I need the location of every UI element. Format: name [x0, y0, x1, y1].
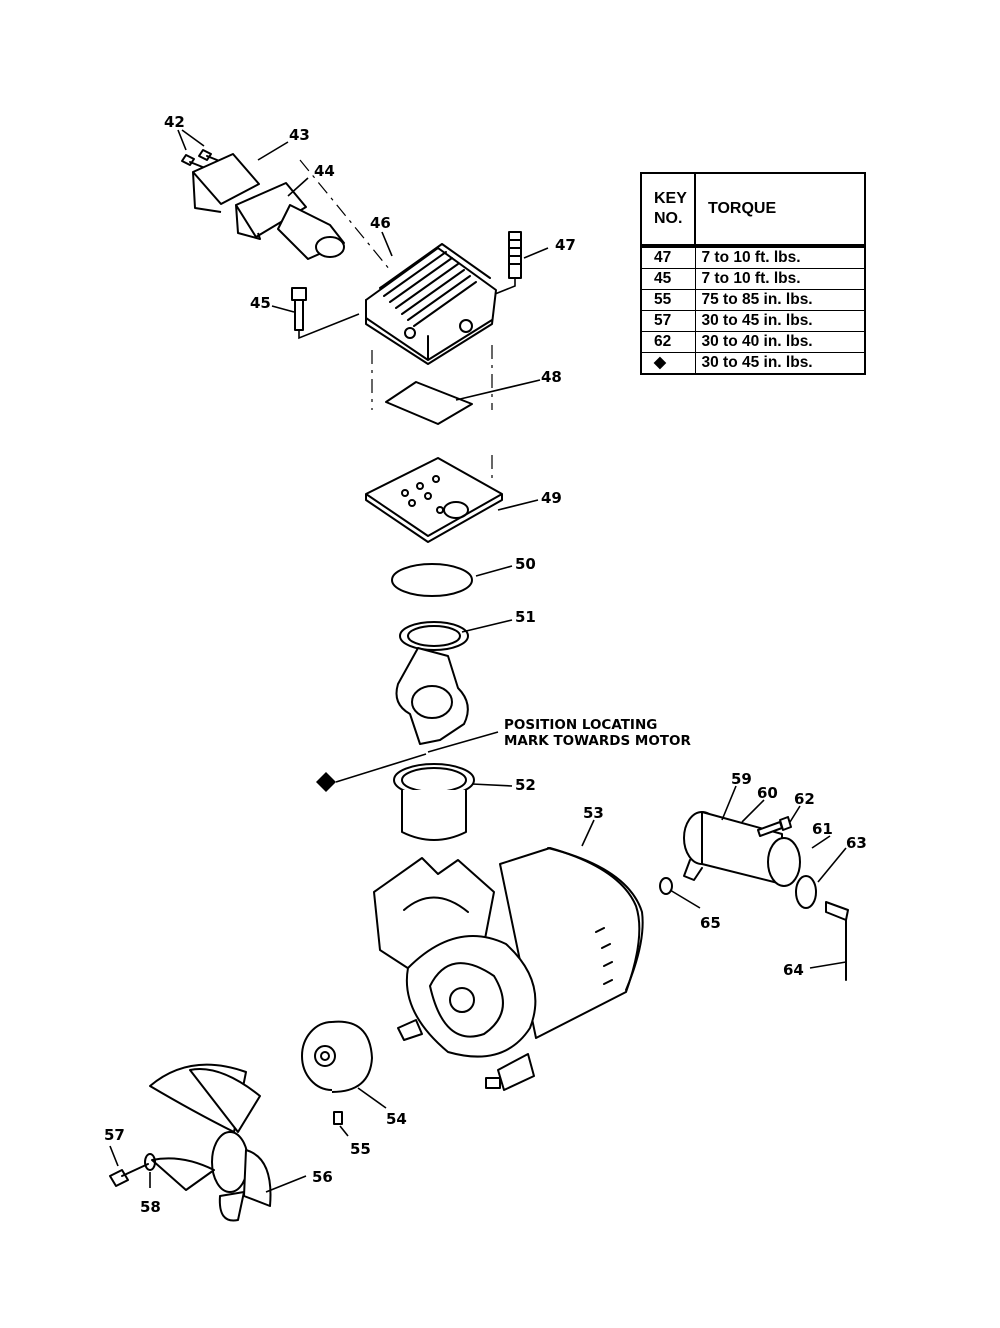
header-key-label: KEY NO.: [654, 190, 687, 227]
motor-53: [373, 847, 644, 1091]
cylinder-head-46: [365, 243, 497, 365]
bolt-57: [109, 1163, 149, 1187]
callout-62: 62: [794, 790, 815, 808]
callout-46: 46: [370, 214, 391, 232]
callout-64: 64: [783, 961, 804, 979]
key-cell: 62: [640, 331, 696, 353]
washer-65: [659, 877, 673, 895]
gasket-48: [385, 381, 473, 425]
plate-63: [795, 875, 817, 909]
callout-44: 44: [314, 162, 335, 180]
key-cell: 55: [640, 289, 696, 311]
callout-65: 65: [700, 914, 721, 932]
washer-58: [144, 1153, 156, 1171]
key-cell-diamond: ◆: [640, 352, 696, 375]
cover-plate-43: [192, 153, 260, 213]
torque-cell: 30 to 40 in. lbs.: [694, 331, 866, 353]
pulley-54: [301, 1020, 373, 1093]
key-cell: 47: [640, 245, 696, 269]
torque-cell: 30 to 45 in. lbs.: [694, 352, 866, 375]
key-cell: 57: [640, 310, 696, 332]
callout-43: 43: [289, 126, 310, 144]
callout-55: 55: [350, 1140, 371, 1158]
table-row: 57 30 to 45 in. lbs.: [640, 310, 866, 332]
stud-47: [494, 231, 522, 295]
callout-60: 60: [757, 784, 778, 802]
connecting-rod-51: [395, 621, 469, 745]
callout-54: 54: [386, 1110, 407, 1128]
table-row: ◆ 30 to 45 in. lbs.: [640, 352, 866, 375]
callout-56: 56: [312, 1168, 333, 1186]
header-key-no: KEY NO.: [640, 172, 696, 248]
callout-63: 63: [846, 834, 867, 852]
table-row: 62 30 to 40 in. lbs.: [640, 331, 866, 353]
torque-cell: 75 to 85 in. lbs.: [694, 289, 866, 311]
valve-plate-49: [365, 457, 503, 543]
bolt-45: [291, 287, 360, 340]
callout-42: 42: [164, 113, 185, 131]
callout-51: 51: [515, 608, 536, 626]
lead-64: [825, 901, 849, 981]
key-cell: 45: [640, 268, 696, 290]
callout-48: 48: [541, 368, 562, 386]
torque-table: KEY NO. TORQUE 47 7 to 10 ft. lbs. 45 7 …: [640, 172, 866, 375]
fan-56: [149, 1063, 272, 1222]
callout-59: 59: [731, 770, 752, 788]
table-row: 55 75 to 85 in. lbs.: [640, 289, 866, 311]
table-row: 45 7 to 10 ft. lbs.: [640, 268, 866, 290]
callout-58: 58: [140, 1198, 161, 1216]
torque-cell: 7 to 10 ft. lbs.: [694, 245, 866, 269]
callout-45: 45: [250, 294, 271, 312]
locating-mark-diamond: [316, 772, 336, 792]
bushing-52: [393, 763, 475, 841]
callout-53: 53: [583, 804, 604, 822]
callout-47: 47: [555, 236, 576, 254]
intake-pipe-44: [235, 182, 345, 260]
callout-49: 49: [541, 489, 562, 507]
note-line-2: MARK TOWARDS MOTOR: [504, 733, 691, 749]
callout-50: 50: [515, 555, 536, 573]
note-line-1: POSITION LOCATING: [504, 717, 657, 733]
torque-cell: 7 to 10 ft. lbs.: [694, 268, 866, 290]
setscrew-55: [333, 1111, 343, 1125]
o-ring-50: [391, 563, 473, 597]
table-row: 47 7 to 10 ft. lbs.: [640, 245, 866, 269]
callout-52: 52: [515, 776, 536, 794]
callout-57: 57: [104, 1126, 125, 1144]
screw-62: [757, 816, 792, 837]
callout-61: 61: [812, 820, 833, 838]
header-torque: TORQUE: [694, 172, 866, 248]
torque-cell: 30 to 45 in. lbs.: [694, 310, 866, 332]
torque-table-header: KEY NO. TORQUE: [640, 172, 866, 248]
